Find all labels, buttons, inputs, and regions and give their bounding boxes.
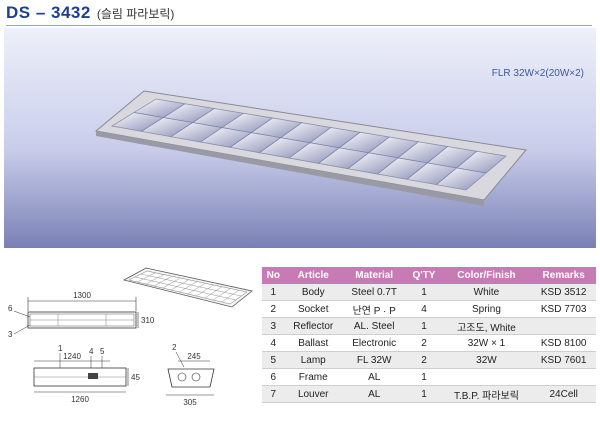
col-header-qty: Q'TY (406, 267, 442, 284)
model-number: DS – 3432 (6, 3, 91, 22)
callout-4: 4 (89, 347, 94, 356)
cell-article: Louver (284, 385, 342, 403)
cell-material: AL. Steel (341, 317, 407, 335)
dim-overall-length: 1260 (71, 395, 89, 404)
fixture-sketch (122, 267, 253, 308)
cell-remarks: KSD 3512 (531, 284, 596, 301)
cell-remarks: KSD 7601 (531, 351, 596, 369)
cell-no: 5 (262, 351, 285, 369)
col-header-material: Material (341, 267, 407, 284)
sketch-grid-line (137, 272, 156, 283)
dim-depth: 310 (141, 316, 155, 325)
dim-height: 45 (131, 373, 140, 382)
callout-5: 5 (100, 347, 105, 356)
louver-cell (435, 167, 487, 190)
lamp-spec: FLR 32W×2(20W×2) (491, 68, 584, 79)
cell-remarks (531, 368, 596, 386)
cell-article: Reflector (284, 317, 342, 335)
side-view-drawing: 1 4 5 1240 45 1260 (33, 344, 140, 404)
sketch-grid-line (196, 284, 214, 297)
cell-material: AL (341, 385, 407, 403)
cell-material: FL 32W (341, 351, 407, 369)
cell-qty: 2 (406, 351, 442, 369)
dim-side-inner: 245 (187, 352, 201, 361)
cell-color-finish (441, 368, 532, 386)
cell-no: 1 (262, 284, 285, 301)
dim-inner-length: 1240 (63, 352, 81, 361)
cell-article: Frame (284, 368, 342, 386)
sketch-grid-line (204, 286, 223, 299)
cell-color-finish: White (441, 284, 532, 301)
cell-qty: 1 (406, 317, 442, 335)
page-title: DS – 3432 (슬림 파라보릭) (6, 3, 174, 25)
cell-material: Steel 0.7T (341, 284, 407, 301)
cell-no: 6 (262, 368, 285, 386)
sketch-grid-line (154, 276, 173, 287)
col-header-remarks: Remarks (531, 267, 596, 284)
table-row: 2 Socket 난연 P · P 4 Spring KSD 7703 (262, 300, 596, 318)
callout-2: 2 (172, 343, 177, 352)
cell-remarks (531, 317, 596, 335)
louver-grid (112, 99, 506, 190)
cell-color-finish: 32W (441, 351, 532, 369)
col-header-no: No (262, 267, 285, 284)
end-view-drawing: 2 245 305 (166, 343, 215, 407)
cell-no: 4 (262, 334, 285, 352)
cell-no: 3 (262, 317, 285, 335)
sketch-grid-line (179, 281, 198, 293)
cell-qty: 1 (406, 368, 442, 386)
cell-qty: 4 (406, 300, 442, 318)
sketch-grid-line (134, 276, 236, 301)
cell-qty: 2 (406, 334, 442, 352)
sketch-grid-line (213, 288, 231, 301)
callout-1: 1 (58, 344, 63, 353)
front-view-drawing: 1300 310 6 3 (8, 291, 155, 339)
parts-table: No Article Material Q'TY Color/Finish Re… (262, 267, 596, 403)
cell-no: 7 (262, 385, 285, 403)
col-header-color-finish: Color/Finish (441, 267, 532, 284)
cell-color-finish: T.B.P. 파라보릭 (441, 385, 532, 403)
table-row: 4 Ballast Electronic 2 32W × 1 KSD 8100 (262, 334, 596, 352)
cell-material: 난연 P · P (341, 300, 407, 318)
cell-color-finish: Spring (441, 300, 532, 318)
callout-3: 3 (8, 330, 13, 339)
cell-color-finish: 고조도, White (441, 317, 532, 335)
callout-6: 6 (8, 304, 13, 313)
fixture-illustration (4, 28, 596, 248)
cell-material: AL (341, 368, 407, 386)
table-row: 5 Lamp FL 32W 2 32W KSD 7601 (262, 351, 596, 369)
technical-drawings: 1300 310 6 3 1 4 5 1240 4 (0, 255, 258, 425)
title-divider (6, 25, 592, 26)
sketch-grid-line (145, 274, 164, 285)
dim-top-length: 1300 (73, 291, 91, 300)
col-header-article: Article (284, 267, 342, 284)
cell-no: 2 (262, 300, 285, 318)
table-header-row: No Article Material Q'TY Color/Finish Re… (262, 267, 596, 284)
cell-article: Body (284, 284, 342, 301)
table-row: 6 Frame AL 1 (262, 368, 596, 386)
table-row: 7 Louver AL 1 T.B.P. 파라보릭 24Cell (262, 385, 596, 403)
sketch-grid-line (221, 290, 239, 303)
sketch-grid-line (170, 279, 189, 291)
cell-article: Ballast (284, 334, 342, 352)
model-subtitle: (슬림 파라보릭) (96, 7, 175, 21)
cell-color-finish: 32W × 1 (441, 334, 532, 352)
cell-article: Socket (284, 300, 342, 318)
product-photo: FLR 32W×2(20W×2) (4, 28, 596, 248)
cell-remarks: KSD 8100 (531, 334, 596, 352)
sketch-grid-line (140, 273, 242, 297)
cell-qty: 1 (406, 385, 442, 403)
sketch-grid-line (162, 277, 181, 289)
cell-qty: 1 (406, 284, 442, 301)
cell-remarks: 24Cell (531, 385, 596, 403)
cell-material: Electronic (341, 334, 407, 352)
cell-remarks: KSD 7703 (531, 300, 596, 318)
sketch-grid-line (187, 283, 206, 295)
dim-side-width: 305 (183, 398, 197, 407)
table-row: 1 Body Steel 0.7T 1 White KSD 3512 (262, 284, 596, 301)
cell-article: Lamp (284, 351, 342, 369)
table-row: 3 Reflector AL. Steel 1 고조도, White (262, 317, 596, 335)
